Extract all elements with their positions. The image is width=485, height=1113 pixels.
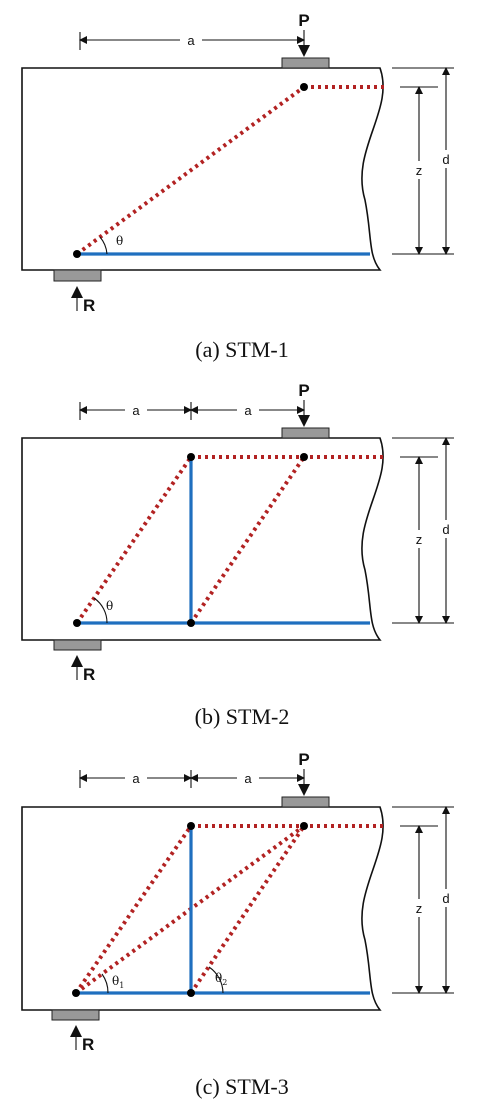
angle-label-theta-2: θ2 bbox=[215, 971, 227, 987]
load-label-p: P bbox=[298, 750, 309, 769]
dimension-label-a: a bbox=[244, 771, 252, 786]
node bbox=[300, 83, 308, 91]
caption-stm-3: (c) STM-3 bbox=[195, 1074, 288, 1099]
node bbox=[187, 989, 195, 997]
diagonal-strut bbox=[75, 455, 193, 625]
load-bearing-plate bbox=[281, 57, 330, 69]
panel-stm-3: a a P R θ1 θ2 z d (c) STM-3 bbox=[21, 750, 454, 1099]
diagonal-strut bbox=[74, 824, 193, 995]
node bbox=[300, 822, 308, 830]
load-label-p: P bbox=[298, 11, 309, 30]
angle-arc bbox=[99, 236, 108, 255]
dimension-label-a: a bbox=[187, 33, 195, 48]
load-label-p: P bbox=[298, 381, 309, 400]
angle-arc bbox=[208, 966, 224, 994]
dimension-label-z: z bbox=[416, 163, 423, 178]
reaction-label-r: R bbox=[83, 665, 95, 684]
support-bearing-plate bbox=[53, 269, 102, 282]
reaction-label-r: R bbox=[82, 1035, 94, 1054]
angle-arc bbox=[101, 973, 109, 994]
caption-stm-2: (b) STM-2 bbox=[195, 704, 290, 729]
angle-label-theta: θ bbox=[116, 234, 123, 248]
diagonal-strut bbox=[75, 85, 306, 256]
dimension-label-z: z bbox=[416, 901, 423, 916]
beam-outline bbox=[21, 806, 384, 1011]
angle-label-theta: θ bbox=[106, 599, 113, 613]
diagonal-strut bbox=[189, 455, 306, 625]
node bbox=[73, 619, 81, 627]
diagonal-strut bbox=[189, 824, 306, 995]
dimension-label-a: a bbox=[132, 771, 140, 786]
beam-outline bbox=[21, 67, 384, 271]
caption-stm-1: (a) STM-1 bbox=[195, 337, 288, 362]
dimension-label-a: a bbox=[132, 403, 140, 418]
node bbox=[187, 822, 195, 830]
dimension-label-d: d bbox=[442, 891, 449, 906]
dimension-label-z: z bbox=[416, 532, 423, 547]
dimension-label-a: a bbox=[244, 403, 252, 418]
node bbox=[72, 989, 80, 997]
load-bearing-plate bbox=[281, 427, 330, 439]
node bbox=[73, 250, 81, 258]
dimension-label-d: d bbox=[442, 152, 449, 167]
node bbox=[187, 619, 195, 627]
reaction-label-r: R bbox=[83, 296, 95, 315]
angle-label-theta-1: θ1 bbox=[112, 974, 124, 990]
panel-stm-1: a P R θ z d (a) STM-1 bbox=[21, 11, 454, 362]
support-bearing-plate bbox=[53, 639, 102, 651]
dimension-label-d: d bbox=[442, 522, 449, 537]
node bbox=[300, 453, 308, 461]
panel-stm-2: a a P R θ z d (b) STM-2 bbox=[21, 381, 454, 729]
beam-outline bbox=[21, 437, 384, 641]
angle-arc bbox=[93, 597, 108, 624]
node bbox=[187, 453, 195, 461]
load-bearing-plate bbox=[281, 796, 330, 808]
support-bearing-plate bbox=[51, 1009, 100, 1021]
